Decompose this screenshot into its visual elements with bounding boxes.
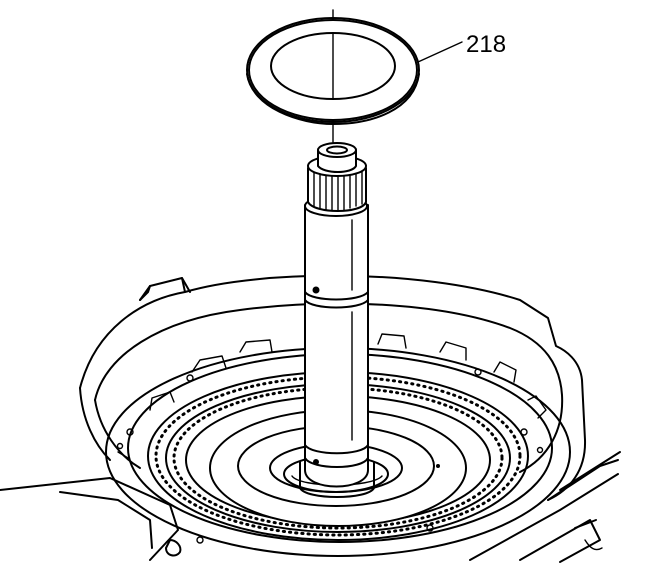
- leader-line: [417, 41, 463, 63]
- callout-218: 218: [417, 31, 506, 63]
- thrust-washer: [246, 17, 420, 125]
- shaft-splines: [307, 142, 367, 212]
- callout-label-218: 218: [466, 31, 506, 58]
- input-shaft: [299, 195, 375, 498]
